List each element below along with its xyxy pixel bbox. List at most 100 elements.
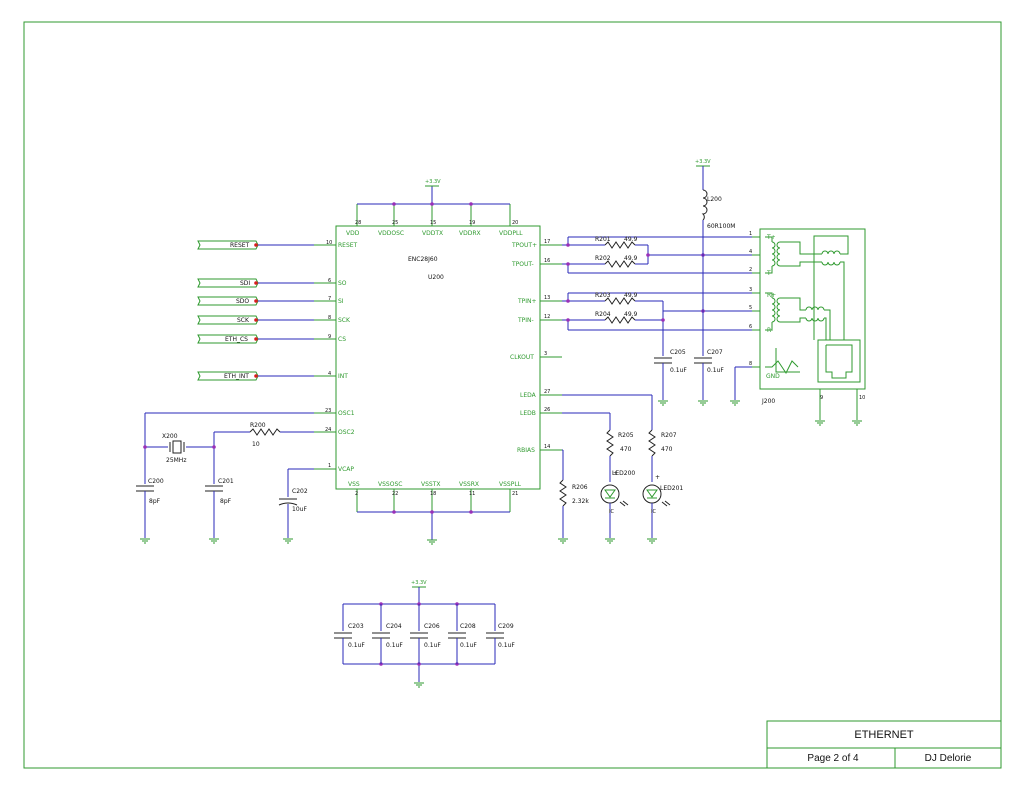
svg-text:SI: SI	[338, 298, 344, 305]
svg-text:VSS: VSS	[348, 481, 360, 488]
svg-text:R201: R201	[595, 236, 611, 243]
svg-text:INT: INT	[338, 373, 348, 380]
svg-text:+: +	[655, 474, 660, 481]
svg-text:VDDTX: VDDTX	[422, 230, 443, 237]
r206-resistor[interactable]: R206 2.32k	[559, 479, 589, 538]
c204-capacitor[interactable]: C204 0.1uF	[372, 604, 403, 664]
u200-left-pin-si: 7 SI	[314, 296, 344, 305]
svg-text:RESET: RESET	[230, 242, 250, 249]
svg-text:12: 12	[544, 314, 550, 320]
u200-top-pin-vddpll: 20 VDDPLL	[499, 204, 523, 237]
led201[interactable]: + LED201 IC	[642, 474, 683, 538]
u200-bottom-pin-vsspll: 21 VSSPLL	[499, 481, 522, 512]
svg-text:LED200: LED200	[612, 470, 635, 477]
u200-right-pin-tpout-plus: 17 TPOUT+	[511, 239, 562, 249]
r202-resistor[interactable]: R202 49.9	[595, 255, 638, 268]
svg-text:X200: X200	[162, 433, 178, 440]
svg-text:SDI: SDI	[240, 280, 250, 287]
r203-resistor[interactable]: R203 49.9	[595, 292, 638, 305]
port-eth-cs[interactable]: ETH_CS	[197, 334, 314, 344]
svg-text:49.9: 49.9	[624, 236, 638, 243]
svg-text:C205: C205	[670, 349, 686, 356]
x200-crystal[interactable]: X200 25MHz	[162, 433, 186, 464]
c200-capacitor[interactable]: C200 8pF	[136, 478, 164, 538]
u200-left-pin-reset: 10 RESET	[314, 240, 358, 249]
c203-capacitor[interactable]: C203 0.1uF	[334, 604, 365, 664]
svg-text:+3.3V: +3.3V	[695, 159, 711, 165]
u200-power-label: +3.3V	[425, 179, 441, 185]
svg-text:14: 14	[544, 444, 550, 450]
svg-text:49.9: 49.9	[624, 311, 638, 318]
u200-part: ENC28J60	[408, 256, 438, 263]
led200[interactable]: + LED200 IC	[600, 470, 635, 538]
u200-right-pin-rbias: 14 RBIAS	[517, 444, 562, 454]
title-block: ETHERNET Page 2 of 4 DJ Delorie	[766, 720, 1002, 769]
svg-text:0.1uF: 0.1uF	[460, 642, 477, 649]
svg-text:24: 24	[325, 427, 331, 433]
svg-text:C201: C201	[218, 478, 234, 485]
svg-text:C209: C209	[498, 623, 514, 630]
r207-resistor[interactable]: R207 470	[648, 429, 677, 482]
svg-text:RESET: RESET	[338, 242, 358, 249]
svg-text:6: 6	[328, 278, 331, 284]
r204-resistor[interactable]: R204 49.9	[595, 311, 638, 324]
svg-text:9: 9	[328, 334, 331, 340]
r201-resistor[interactable]: R201 49.9	[595, 236, 638, 249]
u200-bottom-pin-vss: 2 VSS	[348, 481, 360, 512]
l200-inductor[interactable]: +3.3V L200 60R100M	[695, 159, 735, 356]
svg-text:11: 11	[469, 491, 475, 497]
svg-text:26: 26	[544, 407, 550, 413]
c205-capacitor[interactable]: C205 0.1uF	[654, 349, 687, 400]
svg-text:VDD: VDD	[346, 230, 360, 237]
svg-text:OSC1: OSC1	[338, 410, 355, 417]
u200-right-pin-leda: 27 LEDA	[520, 389, 562, 399]
svg-text:8pF: 8pF	[149, 498, 161, 505]
svg-text:8pF: 8pF	[220, 498, 232, 505]
c202-capacitor[interactable]: C202 10uF	[278, 468, 314, 538]
u200-right-pin-clkout: 3 CLKOUT	[510, 351, 562, 361]
svg-text:OSC2: OSC2	[338, 429, 355, 436]
svg-text:C207: C207	[707, 349, 723, 356]
svg-text:R203: R203	[595, 292, 611, 299]
ground-symbols-tx	[658, 400, 740, 406]
svg-text:VSSRX: VSSRX	[459, 481, 479, 488]
u200-right-pin-tpout-minus: 16 TPOUT-	[511, 258, 562, 268]
c201-capacitor[interactable]: C201 8pF	[205, 478, 234, 538]
ground-symbols-led	[558, 538, 657, 544]
svg-text:LEDB: LEDB	[520, 410, 536, 417]
u200-right-pin-tpin-minus: 12 TPIN-	[517, 314, 562, 324]
svg-text:13: 13	[544, 295, 550, 301]
u200-top-pin-vdd: 28 VDD	[346, 204, 361, 237]
c208-capacitor[interactable]: C208 0.1uF	[448, 604, 477, 664]
r205-resistor[interactable]: R205 470	[606, 429, 634, 482]
u200-refdes: U200	[428, 274, 444, 281]
svg-text:22: 22	[392, 491, 398, 497]
port-sdi[interactable]: SDI	[197, 278, 314, 288]
c206-capacitor[interactable]: C206 0.1uF	[410, 604, 441, 664]
svg-text:ETH_CS: ETH_CS	[225, 336, 248, 343]
c209-capacitor[interactable]: C209 0.1uF	[486, 604, 515, 664]
svg-text:15: 15	[430, 220, 436, 226]
svg-text:TPOUT+: TPOUT+	[511, 242, 537, 249]
svg-text:28: 28	[355, 220, 361, 226]
port-eth-int[interactable]: ETH_INT	[197, 371, 314, 381]
svg-text:R202: R202	[595, 255, 611, 262]
svg-text:3: 3	[749, 287, 752, 293]
u200-top-pin-vddosc: 25 VDDOSC	[378, 204, 404, 237]
port-sdo[interactable]: SDO	[197, 296, 314, 306]
svg-text:IC: IC	[609, 509, 614, 515]
svg-text:R204: R204	[595, 311, 611, 318]
svg-text:7: 7	[328, 296, 331, 302]
u200-bottom-pin-vsstx: 18 VSSTX	[421, 481, 441, 512]
svg-text:21: 21	[512, 491, 518, 497]
r200-resistor[interactable]: R200 10	[249, 422, 281, 448]
u200-left-pin-osc1: 23 OSC1	[314, 408, 355, 417]
port-sck[interactable]: SCK	[197, 315, 314, 325]
u200-chip[interactable]: ENC28J60 U200 28 VDD 25 VDDOSC 15 VDDTX …	[314, 179, 562, 540]
c207-capacitor[interactable]: C207 0.1uF	[694, 349, 724, 400]
port-reset[interactable]: RESET	[197, 240, 314, 250]
svg-text:10: 10	[326, 240, 332, 246]
sheet-border	[23, 21, 1002, 769]
